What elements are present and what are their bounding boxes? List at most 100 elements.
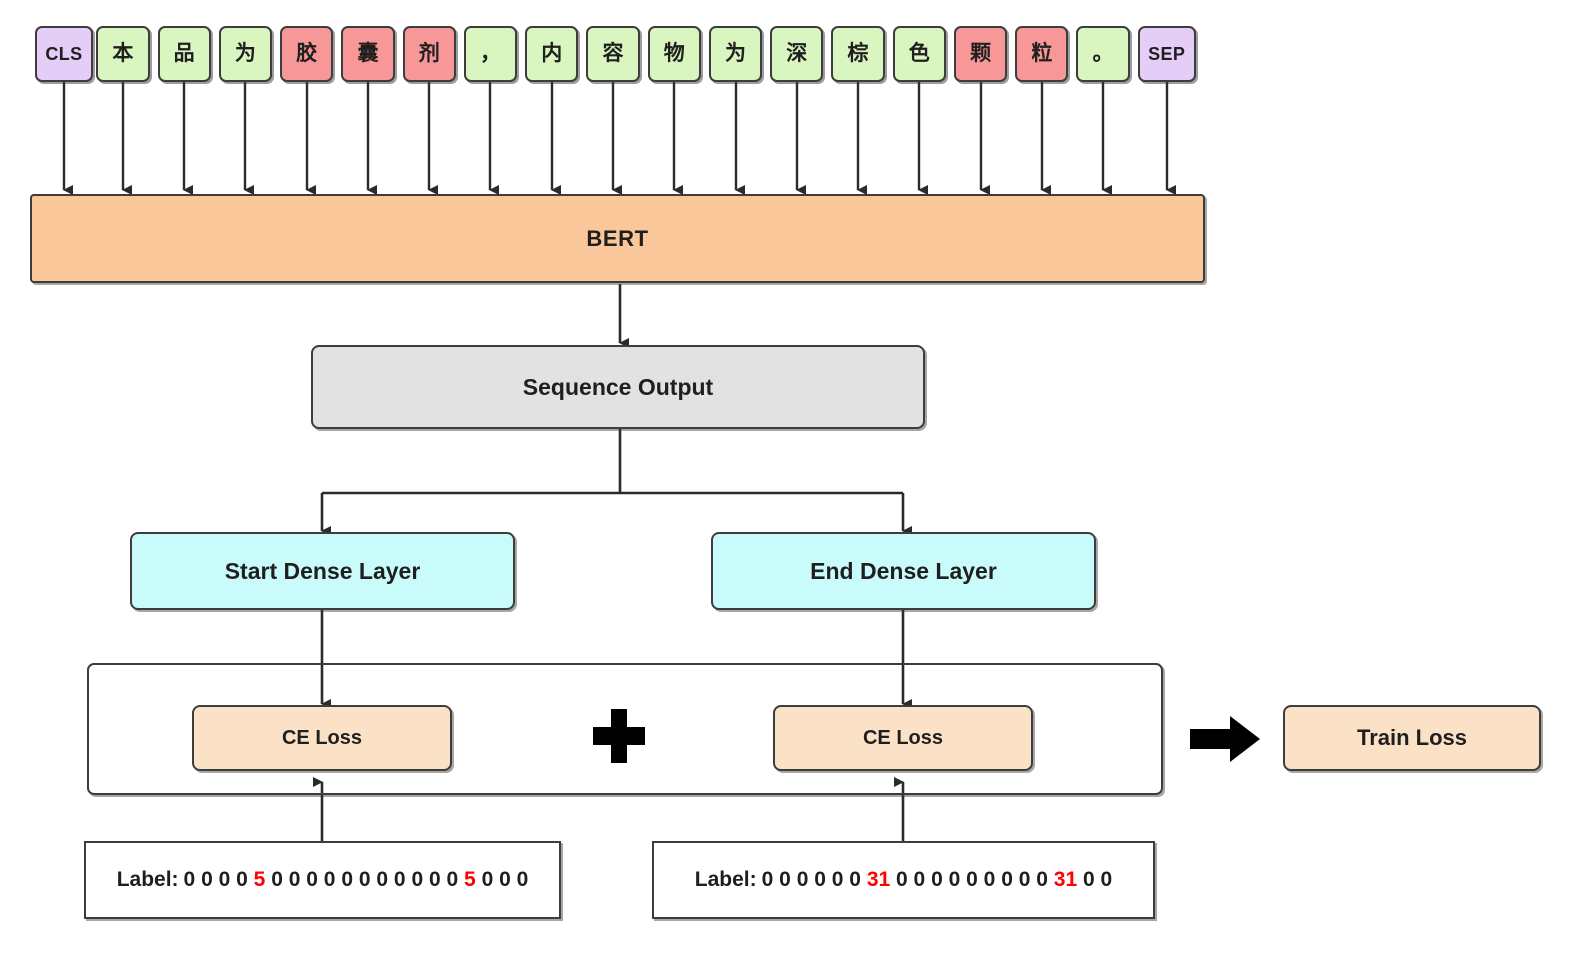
start-dense-layer-label: Start Dense Layer xyxy=(224,557,421,584)
start-ce-loss-label: CE Loss xyxy=(281,726,363,749)
token-chip[interactable]: 棕 xyxy=(831,26,885,82)
token-label: SEP xyxy=(1148,43,1186,64)
label-value: 0 xyxy=(931,867,943,891)
token-chip[interactable]: 物 xyxy=(647,26,701,82)
plus-icon xyxy=(589,705,649,778)
token-chip[interactable]: 容 xyxy=(586,26,640,82)
token-chip[interactable]: 颗 xyxy=(953,26,1008,82)
label-value: 0 xyxy=(761,867,774,891)
label-value: 5 xyxy=(253,867,266,891)
label-value: 0 xyxy=(306,867,318,891)
label-value: 0 xyxy=(1036,867,1048,891)
label-value: 0 xyxy=(428,867,441,891)
train-loss-label: Train Loss xyxy=(1356,725,1468,751)
token-label: 胶 xyxy=(296,41,318,65)
label-value: 0 xyxy=(341,867,353,891)
start-ce-loss-block[interactable]: CE Loss xyxy=(192,705,452,771)
end-dense-layer-label: End Dense Layer xyxy=(810,557,997,584)
token-chip[interactable]: 。 xyxy=(1076,26,1130,82)
token-label: 内 xyxy=(541,41,563,65)
token-label: CLS xyxy=(45,43,83,64)
end-ce-loss-block[interactable]: CE Loss xyxy=(773,705,1033,771)
token-chip[interactable]: 剂 xyxy=(402,26,456,82)
label-value: 0 xyxy=(271,867,283,891)
train-loss-block[interactable]: Train Loss xyxy=(1283,705,1541,771)
token-label: 品 xyxy=(173,41,195,65)
label-value: 0 xyxy=(983,867,996,891)
label-value: 0 xyxy=(948,867,961,891)
label-value: 0 xyxy=(1083,867,1095,891)
label-value: 0 xyxy=(913,867,926,891)
token-chip[interactable]: 为 xyxy=(708,26,763,82)
label-value: 0 xyxy=(831,867,844,891)
token-chip[interactable]: 为 xyxy=(218,26,273,82)
end-ce-loss-label: CE Loss xyxy=(862,726,944,749)
token-label: 。 xyxy=(1092,41,1114,65)
label-value: 0 xyxy=(516,867,529,891)
label-value: 0 xyxy=(411,867,424,891)
token-label: 颗 xyxy=(970,41,992,65)
label-value: 0 xyxy=(966,867,978,891)
label-value: 0 xyxy=(1018,867,1031,891)
label-value: 31 xyxy=(866,867,891,891)
token-label: 深 xyxy=(786,41,808,65)
sequence-output-block[interactable]: Sequence Output xyxy=(311,345,925,429)
label-value: 0 xyxy=(218,867,231,891)
label-prefix: Label: xyxy=(694,867,757,891)
token-label: 容 xyxy=(602,41,624,65)
label-value: 0 xyxy=(446,867,459,891)
label-value: 0 xyxy=(358,867,371,891)
start-label-box[interactable]: Label:0 0 0 0 5 0 0 0 0 0 0 0 0 0 0 0 5 … xyxy=(84,841,561,919)
label-value: 5 xyxy=(464,867,476,891)
arrow-right-icon xyxy=(1190,714,1262,769)
token-label: 粒 xyxy=(1031,41,1053,65)
label-value: 0 xyxy=(1001,867,1013,891)
start-label-text: Label:0 0 0 0 5 0 0 0 0 0 0 0 0 0 0 0 5 … xyxy=(117,866,529,894)
loss-sum-group xyxy=(87,663,1163,795)
label-value: 0 xyxy=(323,867,336,891)
label-value: 0 xyxy=(849,867,861,891)
token-label: 棕 xyxy=(847,41,869,65)
label-value: 0 xyxy=(1100,867,1113,891)
start-dense-layer-block[interactable]: Start Dense Layer xyxy=(130,532,515,610)
bert-label: BERT xyxy=(586,225,649,251)
label-value: 0 xyxy=(376,867,389,891)
label-value: 0 xyxy=(481,867,494,891)
label-value: 0 xyxy=(183,867,196,891)
label-value: 0 xyxy=(796,867,809,891)
token-chip[interactable]: ， xyxy=(463,26,518,82)
token-chip[interactable]: SEP xyxy=(1137,26,1196,82)
label-value: 0 xyxy=(896,867,908,891)
token-label: ， xyxy=(479,41,501,65)
label-value: 0 xyxy=(201,867,213,891)
token-chip[interactable]: 深 xyxy=(770,26,824,82)
end-dense-layer-block[interactable]: End Dense Layer xyxy=(711,532,1096,610)
token-label: 囊 xyxy=(357,41,379,65)
label-value: 0 xyxy=(393,867,406,891)
token-chip[interactable]: 品 xyxy=(157,26,211,82)
token-label: 剂 xyxy=(418,41,440,65)
sequence-output-label: Sequence Output xyxy=(522,373,714,400)
label-value: 0 xyxy=(499,867,511,891)
bert-block[interactable]: BERT xyxy=(30,194,1205,283)
label-value: 31 xyxy=(1053,867,1078,891)
token-label: 为 xyxy=(725,41,747,65)
token-label: 物 xyxy=(663,41,685,65)
token-label: 为 xyxy=(234,41,256,65)
token-label: 本 xyxy=(112,41,134,65)
token-chip[interactable]: 色 xyxy=(892,26,946,82)
label-value: 0 xyxy=(814,867,826,891)
token-chip[interactable]: 粒 xyxy=(1015,26,1069,82)
token-chip[interactable]: 胶 xyxy=(280,26,334,82)
end-label-box[interactable]: Label:0 0 0 0 0 0 31 0 0 0 0 0 0 0 0 0 3… xyxy=(652,841,1155,919)
token-chip[interactable]: CLS xyxy=(35,26,93,82)
end-label-text: Label:0 0 0 0 0 0 31 0 0 0 0 0 0 0 0 0 3… xyxy=(695,866,1112,894)
label-prefix: Label: xyxy=(116,867,179,891)
token-label: 色 xyxy=(908,41,930,65)
label-value: 0 xyxy=(288,867,301,891)
token-chip[interactable]: 内 xyxy=(525,26,579,82)
token-chip[interactable]: 本 xyxy=(96,26,150,82)
token-chip[interactable]: 囊 xyxy=(341,26,395,82)
